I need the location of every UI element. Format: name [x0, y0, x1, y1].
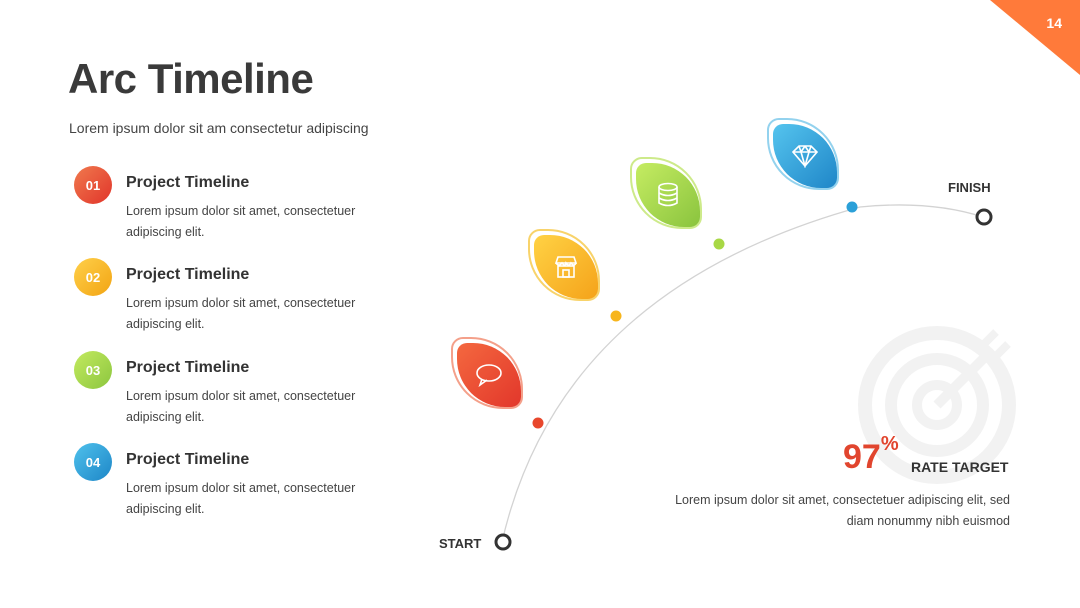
chat-bubble-icon — [476, 364, 502, 387]
stat-desc: Lorem ipsum dolor sit amet, consectetuer… — [675, 493, 1010, 528]
item-desc: Lorem ipsum dolor sit amet, consectetuer… — [126, 481, 356, 516]
timeline-item-2: 02 Project Timeline Lorem ipsum dolor si… — [74, 258, 404, 344]
timeline-item-4: 04 Project Timeline Lorem ipsum dolor si… — [74, 443, 404, 529]
item-badge: 04 — [74, 443, 112, 481]
stat-label: RATE TARGET — [911, 459, 1009, 475]
database-icon — [658, 182, 678, 207]
start-label: START — [439, 536, 482, 551]
arc-dot-2 — [610, 310, 622, 322]
finish-ring — [975, 208, 993, 226]
item-badge: 03 — [74, 351, 112, 389]
item-badge: 01 — [74, 166, 112, 204]
corner-shape — [990, 0, 1080, 75]
page-subtitle: Lorem ipsum dolor sit am consectetur adi… — [69, 120, 369, 136]
arc-dot-3 — [713, 238, 725, 250]
arc-dot-4 — [846, 201, 858, 213]
item-desc: Lorem ipsum dolor sit amet, consectetuer… — [126, 204, 356, 239]
item-desc: Lorem ipsum dolor sit amet, consectetuer… — [126, 296, 356, 331]
page-title: Arc Timeline — [68, 55, 314, 102]
shop-icon — [554, 256, 578, 278]
item-badge: 02 — [74, 258, 112, 296]
arc-dot-1 — [532, 417, 544, 429]
target-watermark-icon — [858, 326, 1016, 484]
arc-path — [501, 204, 984, 543]
item-desc: Lorem ipsum dolor sit amet, consectetuer… — [126, 389, 356, 424]
start-ring — [494, 533, 512, 551]
item-title: Project Timeline — [126, 174, 250, 191]
page-number: 14 — [1046, 15, 1062, 31]
stat-number: 97 — [843, 438, 881, 476]
page-corner: 14 — [990, 0, 1080, 75]
finish-label: FINISH — [948, 180, 991, 195]
diamond-icon — [791, 145, 819, 168]
stat-value: 97% — [843, 433, 899, 477]
item-title: Project Timeline — [126, 359, 250, 376]
timeline-item-3: 03 Project Timeline Lorem ipsum dolor si… — [74, 351, 404, 437]
timeline-item-1: 01 Project Timeline Lorem ipsum dolor si… — [74, 166, 404, 252]
stat-unit: % — [880, 432, 899, 455]
item-title: Project Timeline — [126, 451, 250, 468]
item-title: Project Timeline — [126, 266, 250, 283]
